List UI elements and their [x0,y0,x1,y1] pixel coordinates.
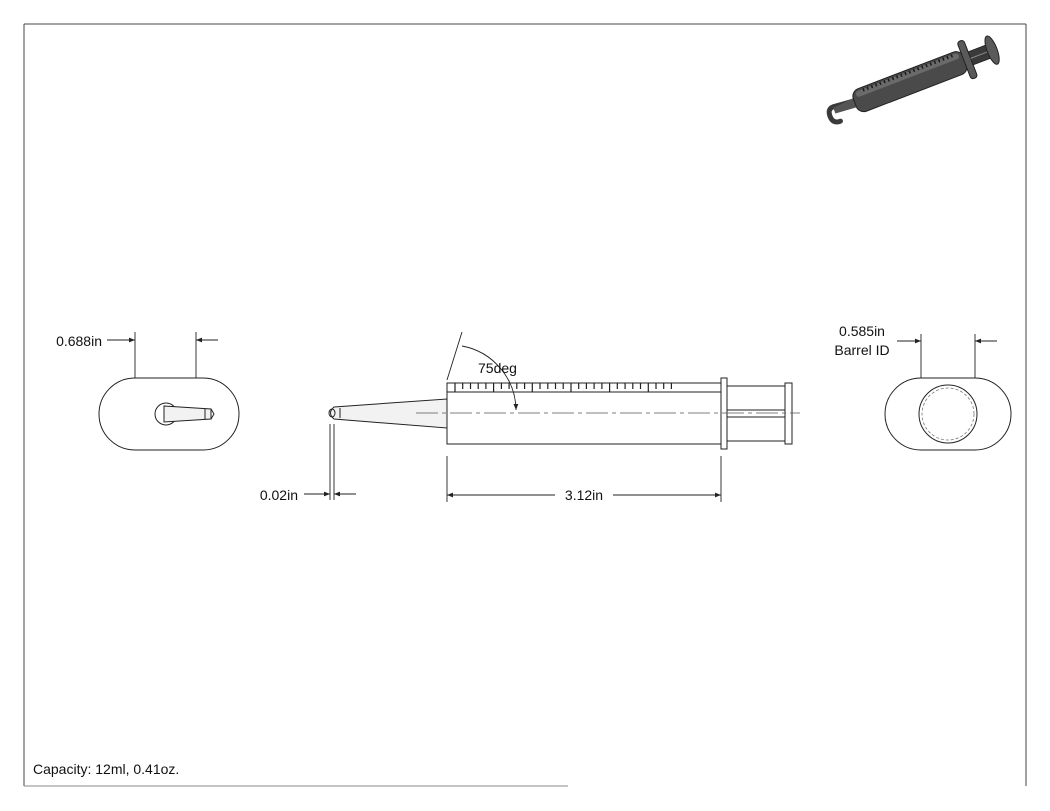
dim-tip-opening-label: 0.02in [259,487,298,503]
dim-barrel-id-label: 0.585in [839,323,885,339]
left-end-view [98,377,240,451]
dim-barrel-id [897,334,997,378]
dim-barrel-id-caption: Barrel ID [834,342,890,358]
syringe-side-view [328,377,800,450]
capacity-note: Capacity: 12ml, 0.41oz. [33,761,180,777]
dim-left-width [107,332,218,378]
dim-left-width-label: 0.688in [56,333,102,349]
dim-tip-opening [304,424,356,500]
dim-tip-angle [446,331,519,411]
barrel-graduation-ticks [454,383,673,392]
dim-barrel-length [446,456,722,502]
syringe-isometric-view [826,35,1000,125]
dim-barrel-length-label: 3.12in [564,487,604,503]
sheet-border [23,23,1027,787]
right-end-view [884,377,1012,451]
dim-tip-angle-label: 75deg [478,360,517,376]
